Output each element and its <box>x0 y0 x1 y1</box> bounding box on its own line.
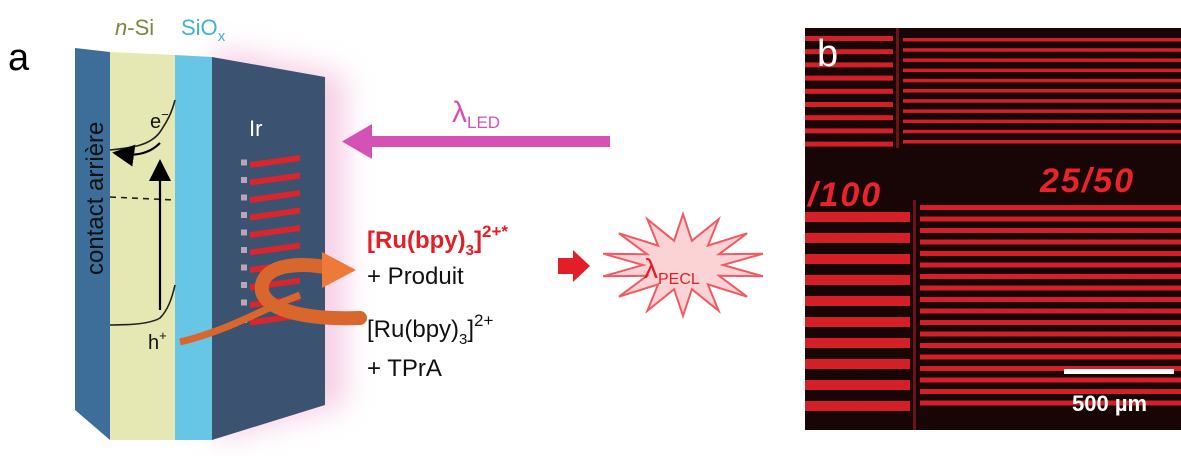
micrograph-line <box>920 320 1181 325</box>
ir-microelectrodes <box>241 155 300 326</box>
hole-label: h+ <box>148 328 167 354</box>
micrograph-line <box>920 216 1181 222</box>
micrograph-line <box>903 129 1181 134</box>
micrograph-lines <box>805 28 1181 430</box>
micrograph-line <box>805 380 910 390</box>
n-si-label: n-Si <box>115 15 154 40</box>
micrograph-line <box>920 228 1181 233</box>
micrograph-line <box>805 102 893 107</box>
electrode-line <box>250 172 300 186</box>
micrograph-line <box>920 331 1181 337</box>
valence-band-curve <box>109 284 176 326</box>
micrograph-line <box>903 48 1181 52</box>
iridium-label: Ir <box>249 116 262 141</box>
micrograph-line <box>805 128 893 134</box>
micrograph-line <box>920 389 1181 394</box>
electrode-line <box>250 207 300 221</box>
micrograph-line <box>920 400 1181 406</box>
pecl-label: λPECL <box>644 253 700 288</box>
electron-drift-arrow <box>112 142 161 167</box>
micrograph-line <box>805 36 893 41</box>
micrograph-line <box>805 141 893 147</box>
micrograph-line <box>805 317 910 327</box>
reaction-arrow-head <box>322 252 356 288</box>
micrograph-line <box>805 275 910 285</box>
micrograph-line <box>920 251 1181 256</box>
micrograph-line <box>903 68 1181 73</box>
electrode-contact <box>241 159 247 166</box>
left-pitch-label: /100 <box>806 176 882 214</box>
led-arrow-shaft <box>365 136 610 147</box>
micrograph-divider <box>896 28 899 148</box>
siox-layer <box>175 55 212 440</box>
micrograph-line <box>805 338 910 348</box>
emission-arrow <box>558 250 590 282</box>
micrograph-line <box>805 62 893 68</box>
panel-a: a n-Si SiOx contact arrière Ir e− <box>8 15 764 440</box>
micrograph-line <box>920 205 1181 210</box>
micrograph-line <box>805 49 893 55</box>
electrode-contact <box>241 264 247 271</box>
micrograph-line <box>805 88 893 94</box>
micrograph-line <box>903 58 1181 62</box>
back-contact-label: contact arrière <box>82 122 109 275</box>
micrograph-line <box>903 78 1181 83</box>
micrograph-line <box>920 343 1181 348</box>
led-arrow-head <box>342 124 372 159</box>
product-label: + Produit <box>367 263 464 290</box>
reactant-label: [Ru(bpy)3]2+ <box>367 311 494 348</box>
electrode-line <box>250 242 300 256</box>
excited-state-label: [Ru(bpy)3]2+* <box>367 222 508 259</box>
panel-b-label: b <box>817 33 838 75</box>
reaction-arrow <box>254 258 367 326</box>
panel-b: b /100 25/50 500 µm <box>805 28 1181 430</box>
electrode-line <box>250 225 300 238</box>
micrograph-line <box>920 262 1181 268</box>
micrograph-line <box>903 99 1181 103</box>
micrograph-line <box>805 115 893 121</box>
micrograph-line <box>903 38 1181 42</box>
tpra-label: + TPrA <box>367 355 442 382</box>
micrograph-line <box>903 140 1181 144</box>
back-contact-layer <box>75 48 110 440</box>
electrode-contact <box>241 212 247 218</box>
micrograph-line <box>920 297 1181 302</box>
led-label: λLED <box>452 96 500 132</box>
electrode-contact <box>241 247 247 253</box>
micrograph-line <box>920 377 1181 383</box>
micrograph-line <box>920 239 1181 245</box>
pecl-burst <box>602 211 764 319</box>
right-pitch-label: 25/50 <box>1039 162 1135 200</box>
micrograph-line <box>805 401 910 411</box>
micrograph-line <box>920 274 1181 279</box>
electrode-contact <box>241 194 247 201</box>
micrograph-line <box>920 308 1181 314</box>
electrode-contact <box>241 177 247 183</box>
micrograph-line <box>805 254 910 264</box>
electrode-line <box>250 190 300 203</box>
micrograph-line <box>920 366 1181 371</box>
micrograph-line <box>903 119 1181 124</box>
micrograph-line <box>805 233 910 243</box>
electron-label: e− <box>150 107 169 133</box>
electrode-contact <box>241 229 247 236</box>
micrograph-line <box>805 296 910 306</box>
scale-bar-label: 500 µm <box>1072 391 1147 416</box>
scale-bar <box>1064 369 1174 374</box>
micrograph-line <box>805 75 893 81</box>
electrode-line <box>250 155 300 168</box>
micrograph-line <box>903 89 1181 93</box>
electrode-contact <box>241 299 247 306</box>
micrograph-line <box>805 212 910 222</box>
micrograph-line <box>805 359 910 369</box>
micrograph-line <box>920 285 1181 291</box>
micrograph-divider <box>913 200 916 430</box>
siox-label: SiOx <box>181 15 226 45</box>
micrograph-line <box>903 109 1181 113</box>
panel-a-label: a <box>8 37 30 79</box>
micrograph-line <box>920 354 1181 360</box>
electrode-contact <box>241 282 247 288</box>
hole-transfer-arrow <box>179 291 302 346</box>
